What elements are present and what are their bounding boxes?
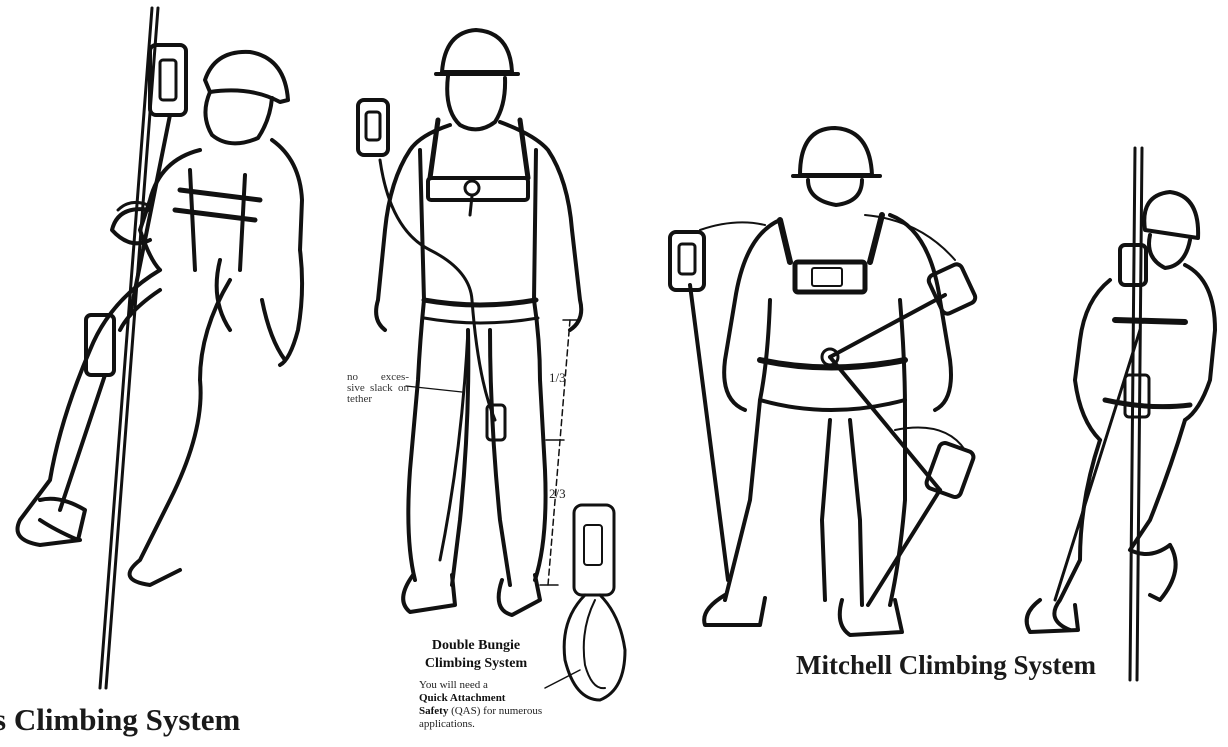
left-climber-figure <box>18 8 303 688</box>
slack-note: no exces- sive slack on tether <box>347 372 409 405</box>
qas-prefix: You will need a <box>419 679 569 692</box>
qas-abbr: (QAS) for numerous <box>451 705 542 717</box>
double-bungie-figure <box>358 30 581 615</box>
slack-leader-line <box>406 386 462 392</box>
double-bungie-title-line2: Climbing System <box>406 655 546 673</box>
mitchell-side-figure <box>1027 148 1215 680</box>
qas-note: You will need a Quick Attachment Safety … <box>419 679 569 731</box>
qas-safety: Safety <box>419 705 448 717</box>
left-system-caption: s Climbing System <box>0 702 240 738</box>
double-bungie-title: Double Bungie Climbing System <box>406 637 546 673</box>
qas-bold-line: Quick Attachment <box>419 692 505 704</box>
mitchell-front-figure <box>670 128 977 635</box>
qas-suffix: applications. <box>419 718 569 731</box>
qas-device <box>545 505 625 700</box>
double-bungie-title-line1: Double Bungie <box>406 637 546 655</box>
measurement-scale <box>548 320 570 585</box>
ratio-bottom-label: 2/3 <box>549 486 566 502</box>
mitchell-system-caption: Mitchell Climbing System <box>796 650 1096 681</box>
ratio-top-label: 1/3 <box>549 370 566 386</box>
